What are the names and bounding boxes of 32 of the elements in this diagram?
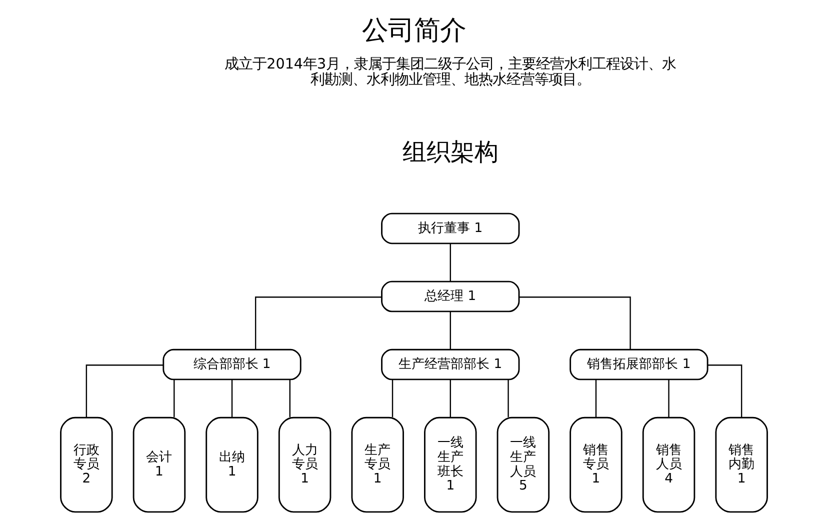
node-box: 销售人员 4 [642,416,696,513]
node-box: 人力专员 1 [278,416,332,513]
connector [289,380,290,418]
node-box: 执行董事 1 [381,212,520,244]
node-box: 出纳 1 [206,416,258,513]
connector [254,296,382,350]
node-box: 生产经营部部长 1 [381,348,520,380]
node-box: 生产专员 1 [351,416,404,513]
label: 组织架构 [402,138,498,166]
connector [668,380,670,418]
node-box: 一线生产班长 1 [424,416,477,513]
node-box: 销售内勤 1 [715,416,768,513]
label: 成立于2014年3月，隶属于集团二级子公司，主要经营水利工程设计、水利勘测、水利物业管理、地热水经营等项目。 [224,56,676,88]
connector [708,364,742,418]
node-box: 销售专员 1 [570,416,622,513]
node-box: 行政专员 2 [60,416,113,513]
connector [450,312,451,350]
connector [450,380,451,418]
connector [450,244,451,282]
connector [174,380,175,418]
connector [508,380,509,418]
node-box: 总经理 1 [381,280,520,312]
connector [231,380,233,418]
connector [595,380,597,418]
diagram-title: 公司简介 [362,16,466,46]
connector [86,364,164,418]
connector [392,380,394,418]
node-box: 会计 1 [132,416,186,513]
connector [519,296,631,350]
node-box: 综合部部长 1 [162,348,302,380]
node-box: 销售拓展部部长 1 [570,348,708,380]
node-box: 一线生产人员 5 [496,416,550,513]
